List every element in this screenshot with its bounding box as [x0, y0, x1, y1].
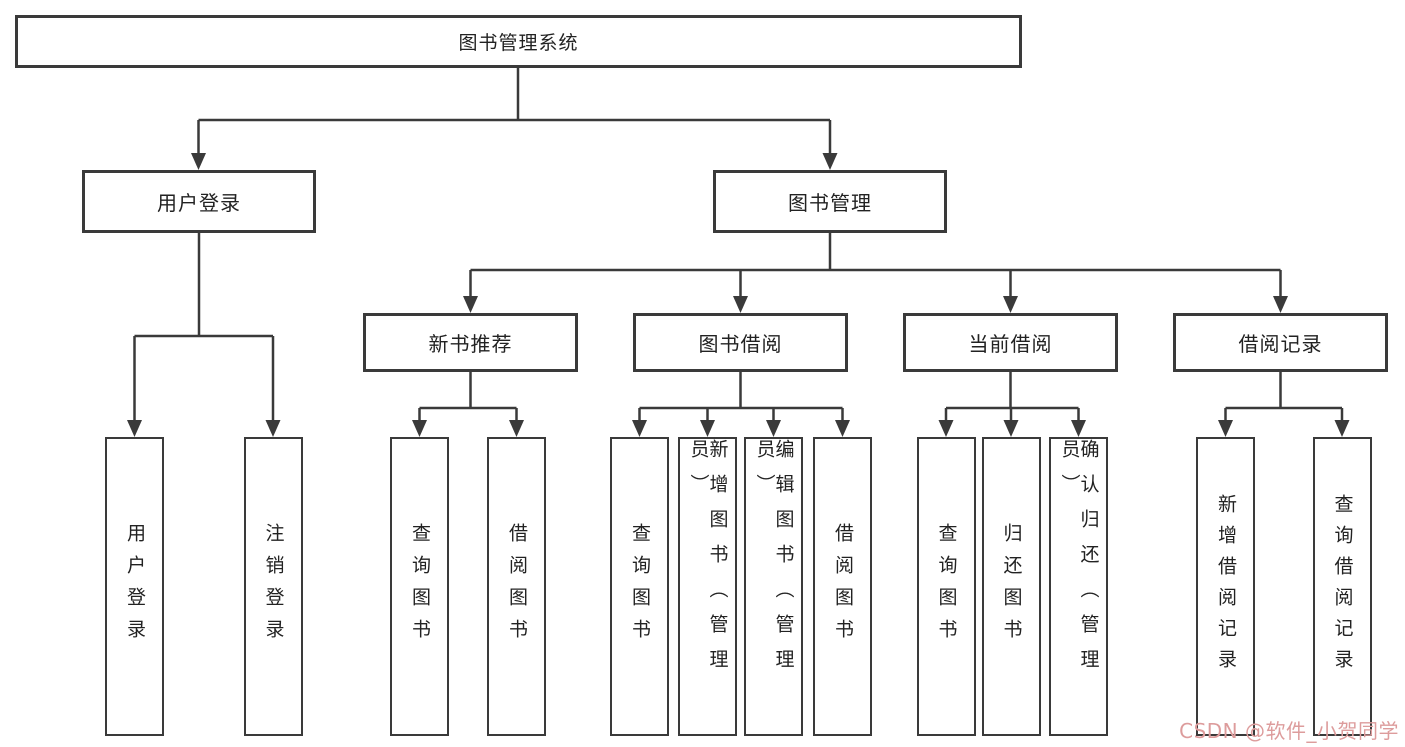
leaf-user-login: 用户登录	[105, 437, 164, 736]
node-book-mgmt: 图书管理	[713, 170, 947, 233]
leaf-nbr-borrow-books: 借阅图书	[487, 437, 546, 736]
node-new-book-recommend: 新书推荐	[363, 313, 578, 372]
leaf-bb-edit-books-admin: 编辑图书（管理员）	[744, 437, 803, 736]
leaf-br-add-record: 新增借阅记录	[1196, 437, 1255, 736]
leaf-bb-borrow-books: 借阅图书	[813, 437, 872, 736]
leaf-bb-query-books: 查询图书	[610, 437, 669, 736]
node-book-borrow: 图书借阅	[633, 313, 848, 372]
leaf-bb-add-books-admin: 新增图书（管理员）	[678, 437, 737, 736]
node-current-borrow: 当前借阅	[903, 313, 1118, 372]
leaf-cb-confirm-return-admin: 确认归还（管理员）	[1049, 437, 1108, 736]
leaf-cb-query-books: 查询图书	[916, 437, 976, 736]
leaf-br-query-record: 查询借阅记录	[1312, 437, 1372, 736]
arrowheads	[127, 153, 1350, 437]
watermark-text: CSDN @软件_小贺同学	[1179, 719, 1399, 743]
node-borrow-records: 借阅记录	[1173, 313, 1388, 372]
leaf-cb-return-books: 归还图书	[981, 437, 1041, 736]
node-user-login: 用户登录	[82, 170, 316, 233]
leaf-logout: 注销登录	[243, 437, 303, 736]
node-root: 图书管理系统	[15, 15, 1022, 68]
leaf-nbr-query-books: 查询图书	[390, 437, 449, 736]
